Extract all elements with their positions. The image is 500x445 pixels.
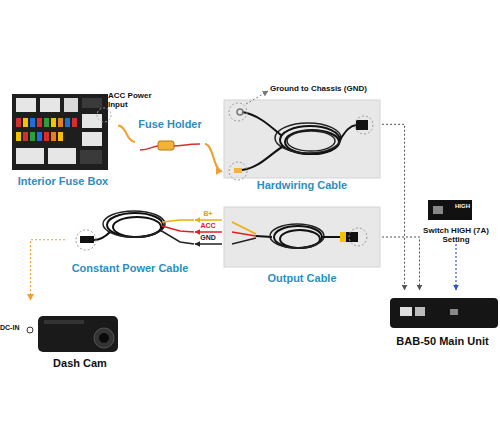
switch-marking: HIGH — [455, 203, 470, 210]
cable-panel: Hardwiring Cable — [222, 98, 382, 192]
fuse-box-photo — [12, 94, 111, 170]
part-caption: Hardwiring Cable — [257, 179, 347, 192]
connection-line — [382, 124, 405, 290]
connection-line — [455, 244, 456, 290]
part-caption: Fuse Holder — [138, 118, 202, 131]
fuse-holder: Fuse Holder — [135, 118, 205, 158]
switch-part: HIGH Switch HIGH (7A) Setting — [420, 198, 492, 244]
device-part: BAB-50 Main Unit — [385, 290, 500, 348]
device-part: Dash Cam — [25, 300, 135, 370]
part-caption: BAB-50 Main Unit — [396, 335, 488, 348]
part-caption: Constant Power Cable — [72, 262, 189, 275]
dash-cam-photo — [27, 316, 118, 352]
power-label: ACC Power Input — [108, 92, 164, 110]
output-cable-photo — [224, 207, 380, 267]
connection-line — [31, 240, 66, 300]
ground-label: Ground to Chassis (GND) — [270, 85, 395, 94]
hardwiring-cable-photo — [224, 91, 380, 180]
power-wire — [205, 144, 222, 171]
signal-name: ACC — [198, 222, 218, 230]
signal-name: B+ — [198, 210, 218, 218]
part-caption: Dash Cam — [53, 357, 107, 370]
fuse-holder-drawing — [140, 141, 200, 150]
cable-panel: Output Cable — [222, 205, 382, 285]
part-caption: Switch HIGH (7A) Setting — [420, 226, 492, 244]
power-wire — [118, 126, 135, 142]
switch-photo — [428, 200, 472, 220]
main-unit-photo — [390, 298, 498, 328]
port-label: DC-IN — [0, 324, 28, 332]
connection-line — [382, 237, 420, 290]
signal-name: GND — [198, 234, 218, 242]
constant-power-cable-photo — [76, 211, 194, 250]
connection-line — [195, 231, 222, 233]
connection-line — [195, 243, 222, 245]
part-caption: Interior Fuse Box — [18, 175, 108, 188]
connection-line — [195, 219, 222, 221]
cable-part: Constant Power Cable — [65, 200, 195, 275]
fuse-box: Interior Fuse Box — [8, 92, 118, 188]
part-caption: Output Cable — [267, 272, 336, 285]
